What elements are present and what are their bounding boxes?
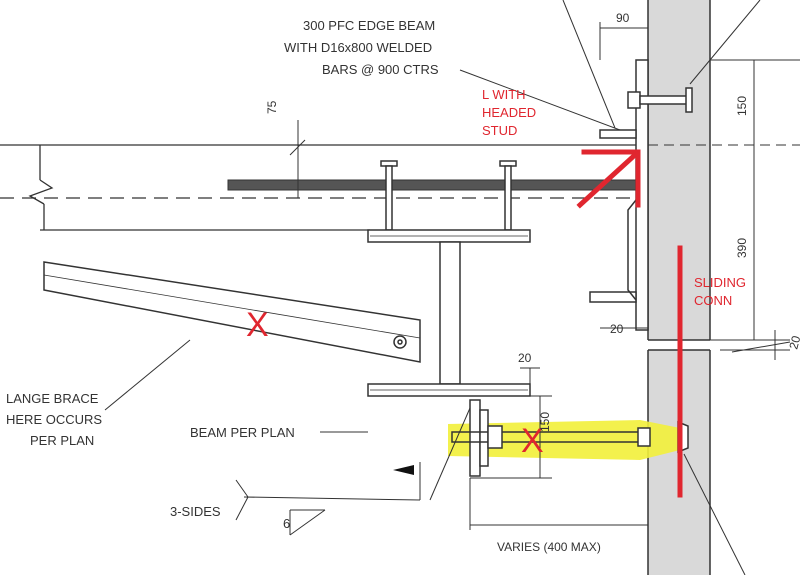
dim-150-bolt: 150	[538, 412, 552, 432]
edge-beam-label-line2: WITH D16x800 WELDED	[284, 40, 432, 55]
dim-20-left: 20	[610, 322, 624, 336]
red-markup	[576, 149, 683, 498]
beam-per-plan-label: BEAM PER PLAN	[190, 425, 295, 440]
dim-varies: VARIES (400 MAX)	[497, 540, 601, 554]
dim-150: 150	[735, 96, 749, 116]
headed-stud	[627, 87, 693, 113]
flange-brace	[43, 261, 421, 363]
dimension-lines	[289, 22, 800, 530]
l-headed-stud-line1: L WITH	[482, 87, 526, 102]
i-beam	[367, 229, 531, 397]
deck-plate	[227, 179, 641, 191]
dim-20-right: 20	[786, 334, 800, 351]
flange-brace-label-line3: PER PLAN	[30, 433, 94, 448]
l-headed-stud-line2: HEADED	[482, 105, 536, 120]
sliding-conn-line2: CONN	[694, 293, 732, 308]
pfc-edge-beam	[589, 59, 649, 331]
weld-size-label: 6	[283, 516, 290, 531]
flange-brace-label-line2: HERE OCCURS	[6, 412, 102, 427]
shear-studs	[380, 160, 517, 231]
weld-flag	[393, 465, 414, 475]
dim-90: 90	[616, 11, 630, 25]
slab-outline	[0, 144, 648, 231]
x-mark-bolt: X	[521, 422, 544, 460]
edge-beam-label-line3: BARS @ 900 CTRS	[322, 62, 439, 77]
three-sides-label: 3-SIDES	[170, 504, 221, 519]
l-headed-stud-line3: STUD	[482, 123, 517, 138]
leader-lines	[104, 0, 791, 575]
dim-75: 75	[265, 100, 279, 114]
sliding-conn-line1: SLIDING	[694, 275, 746, 290]
dim-20-top: 20	[518, 351, 532, 365]
edge-beam-label-line1: 300 PFC EDGE BEAM	[303, 18, 435, 33]
flange-brace-label-line1: LANGE BRACE	[6, 391, 99, 406]
dim-390: 390	[735, 238, 749, 258]
x-mark-brace: X	[246, 306, 269, 344]
yellow-highlight	[448, 420, 680, 460]
